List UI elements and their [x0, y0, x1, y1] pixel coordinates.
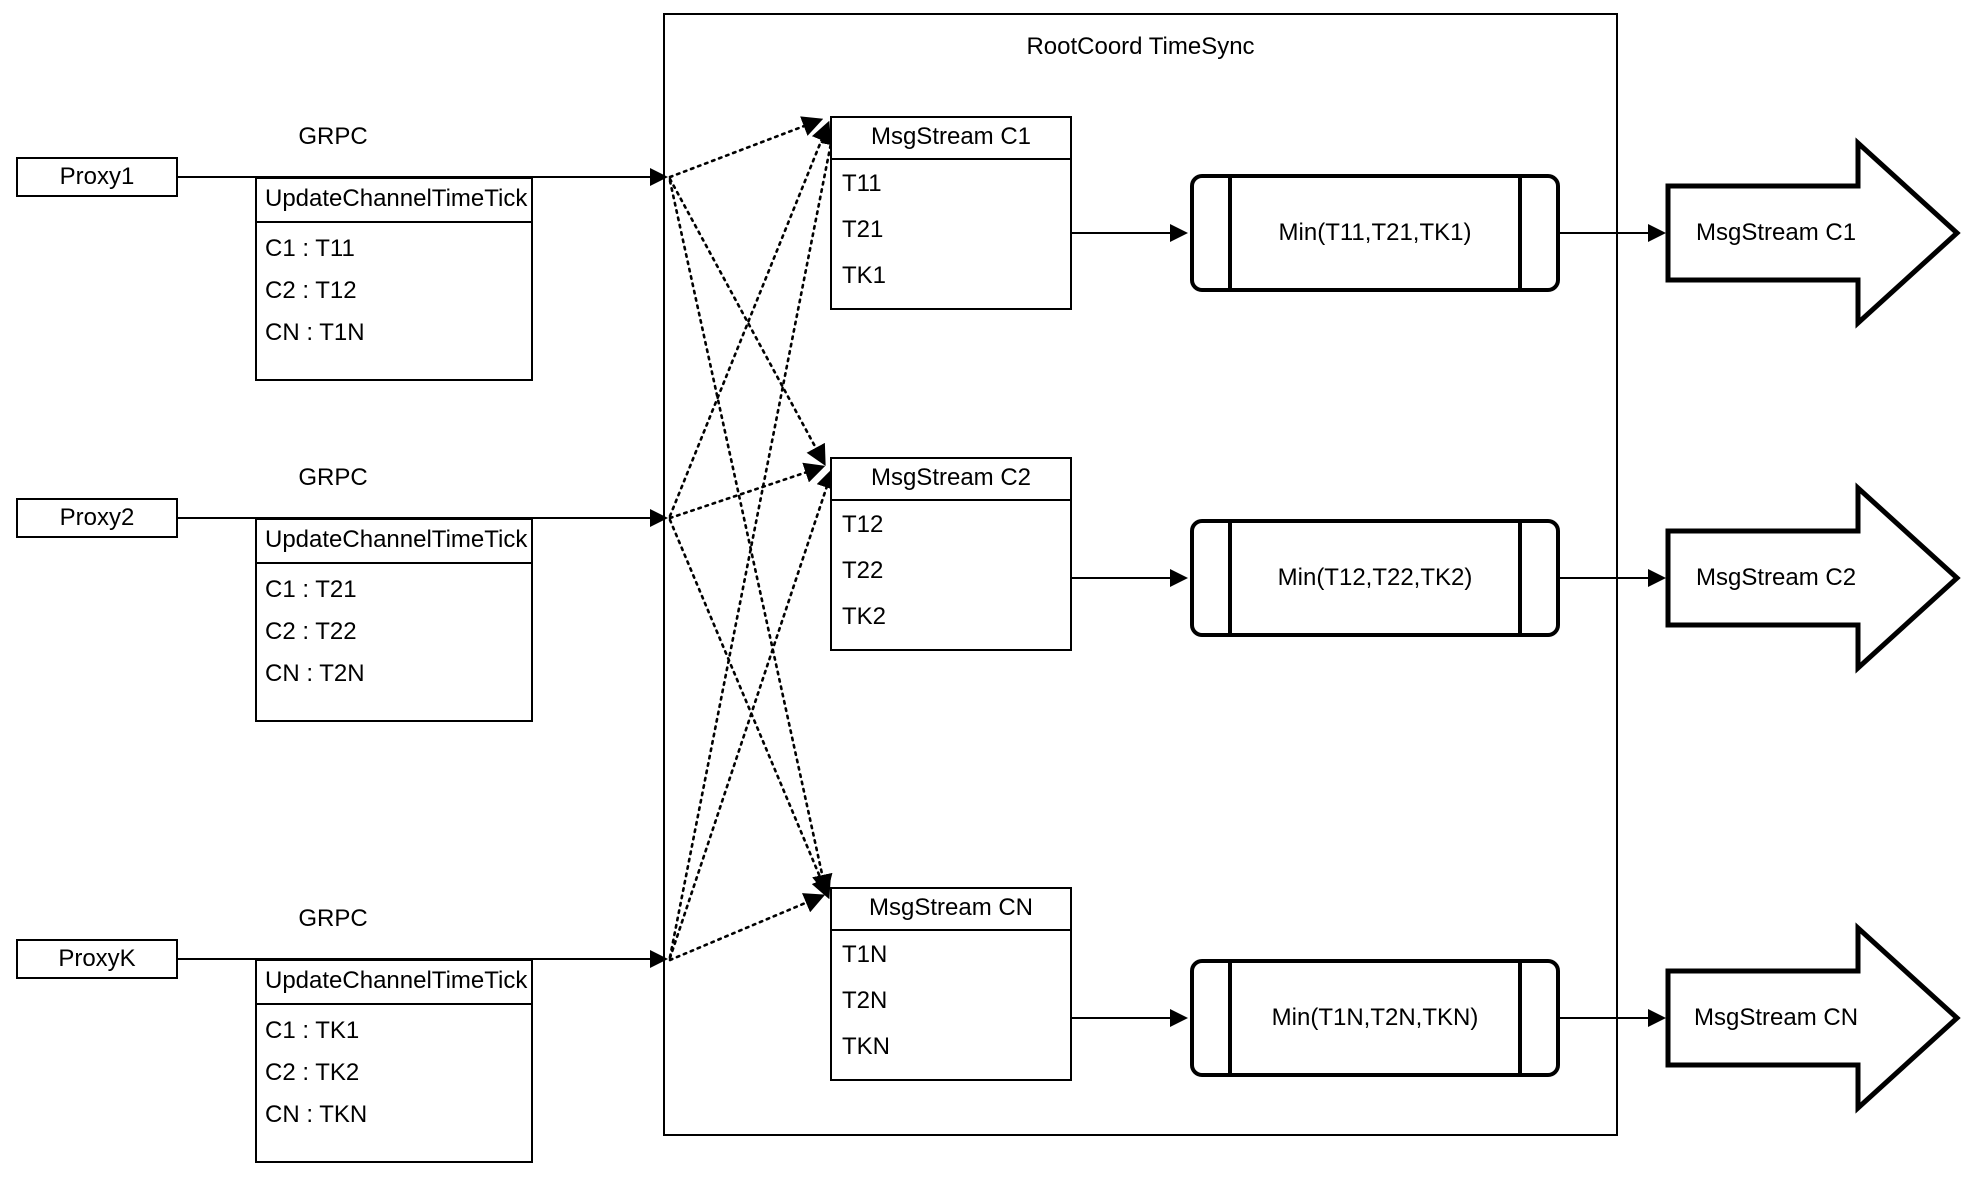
msgstream-entry: TK1: [842, 262, 887, 289]
uct-title: UpdateChannelTimeTick: [257, 179, 531, 223]
process-divider-right: [1518, 523, 1522, 633]
uct-entries: C1 : T21 C2 : T22 CN : T2N: [257, 564, 531, 720]
msgstream-entry: T12: [842, 511, 884, 538]
proxy-label: Proxy2: [59, 504, 135, 531]
output-label: MsgStream C2: [1696, 564, 1857, 591]
msgstream-title: MsgStream CN: [832, 889, 1070, 931]
proxy-box-2[interactable]: Proxy2: [16, 498, 178, 538]
uct-entry: C1 : TK1: [265, 1017, 360, 1044]
rootcoord-timesync-title: RootCoord TimeSync: [1026, 33, 1255, 60]
uct-title: UpdateChannelTimeTick: [257, 961, 531, 1005]
min-process-box-cn: Min(T1N,T2N,TKN): [1190, 959, 1560, 1077]
output-label: MsgStream CN: [1694, 1004, 1859, 1031]
msgstream-entry: T1N: [842, 941, 888, 968]
msgstream-entry: TK2: [842, 603, 887, 630]
output-label: MsgStream C1: [1696, 219, 1857, 246]
uct-entry: C2 : TK2: [265, 1059, 360, 1086]
msgstream-box-c2: MsgStream C2 T12 T22 TK2: [830, 457, 1072, 651]
min-process-box-c2: Min(T12,T22,TK2): [1190, 519, 1560, 637]
update-channel-timetick-box-1: UpdateChannelTimeTick C1 : T11 C2 : T12 …: [255, 177, 533, 381]
msgstream-entry: T22: [842, 557, 884, 584]
uct-entries: C1 : TK1 C2 : TK2 CN : TKN: [257, 1005, 531, 1161]
output-blockarrow-cn: MsgStream CN: [1668, 928, 1960, 1108]
process-divider-right: [1518, 178, 1522, 288]
process-divider-left: [1228, 178, 1232, 288]
msgstream-entry: T11: [842, 170, 882, 197]
grpc-label-3: GRPC: [298, 905, 368, 932]
msgstream-entries: T11 T21 TK1: [832, 160, 1070, 308]
uct-title: UpdateChannelTimeTick: [257, 520, 531, 564]
uct-entry: CN : TKN: [265, 1101, 368, 1128]
proxy-box-3[interactable]: ProxyK: [16, 939, 178, 979]
proxy-label: Proxy1: [59, 163, 135, 190]
process-divider-left: [1228, 963, 1232, 1073]
update-channel-timetick-box-3: UpdateChannelTimeTick C1 : TK1 C2 : TK2 …: [255, 959, 533, 1163]
msgstream-entry: T2N: [842, 987, 888, 1014]
process-divider-right: [1518, 963, 1522, 1073]
uct-entry: C2 : T22: [265, 618, 357, 645]
uct-entry: CN : T2N: [265, 660, 365, 687]
uct-entry: C1 : T21: [265, 576, 357, 603]
msgstream-entries: T12 T22 TK2: [832, 501, 1070, 649]
uct-entries: C1 : T11 C2 : T12 CN : T1N: [257, 223, 531, 379]
msgstream-entry: T21: [842, 216, 884, 243]
msgstream-title: MsgStream C2: [832, 459, 1070, 501]
proxy-label: ProxyK: [58, 945, 136, 972]
msgstream-box-cn: MsgStream CN T1N T2N TKN: [830, 887, 1072, 1081]
msgstream-title: MsgStream C1: [832, 118, 1070, 160]
grpc-label-2: GRPC: [298, 464, 368, 491]
output-blockarrow-c1: MsgStream C1: [1668, 143, 1960, 323]
output-blockarrow-c2: MsgStream C2: [1668, 488, 1960, 668]
msgstream-box-c1: MsgStream C1 T11 T21 TK1: [830, 116, 1072, 310]
uct-entry: C1 : T11: [265, 235, 355, 262]
msgstream-entries: T1N T2N TKN: [832, 931, 1070, 1079]
grpc-label-1: GRPC: [298, 123, 368, 150]
min-expression: Min(T12,T22,TK2): [1277, 564, 1473, 591]
uct-entry: CN : T1N: [265, 319, 365, 346]
msgstream-entry: TKN: [842, 1033, 890, 1060]
process-divider-left: [1228, 523, 1232, 633]
update-channel-timetick-box-2: UpdateChannelTimeTick C1 : T21 C2 : T22 …: [255, 518, 533, 722]
uct-entry: C2 : T12: [265, 277, 357, 304]
min-process-box-c1: Min(T11,T21,TK1): [1190, 174, 1560, 292]
min-expression: Min(T1N,T2N,TKN): [1271, 1004, 1479, 1031]
min-expression: Min(T11,T21,TK1): [1278, 219, 1472, 246]
rootcoord-timesync-container: [663, 13, 1618, 1136]
proxy-box-1[interactable]: Proxy1: [16, 157, 178, 197]
